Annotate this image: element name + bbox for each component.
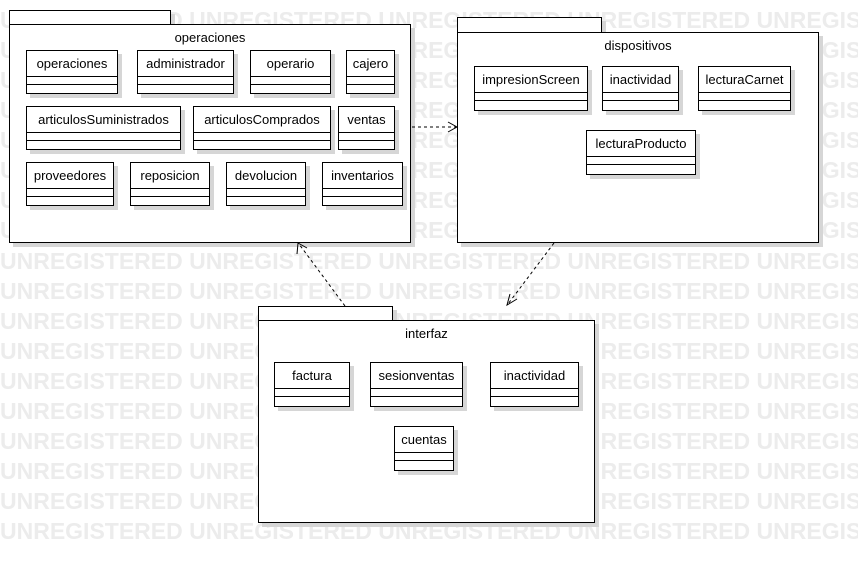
class-inactividad[interactable]: inactividad: [602, 66, 679, 111]
class-attributes-compartment: [699, 93, 790, 101]
class-name: cuentas: [395, 427, 453, 453]
class-attributes-compartment: [27, 133, 180, 141]
class-name: sesionventas: [371, 363, 462, 389]
class-administrador[interactable]: administrador: [137, 50, 234, 94]
class-name: operario: [251, 51, 330, 77]
class-attributes-compartment: [27, 189, 113, 197]
class-cajero[interactable]: cajero: [346, 50, 395, 94]
class-attributes-compartment: [131, 189, 209, 197]
class-name: factura: [275, 363, 349, 389]
dependency-operaciones-to-dispositivos[interactable]: [412, 121, 459, 133]
class-attributes-compartment: [251, 77, 330, 85]
class-factura[interactable]: factura: [274, 362, 350, 407]
class-impresion-screen[interactable]: impresionScreen: [474, 66, 588, 111]
class-operations-compartment: [275, 397, 349, 404]
class-operations-compartment: [194, 141, 330, 148]
class-name: inactividad: [491, 363, 578, 389]
dependency-dispositivos-to-interfaz[interactable]: [506, 242, 555, 307]
class-name: inactividad: [603, 67, 678, 93]
class-proveedores[interactable]: proveedores: [26, 162, 114, 206]
package-title: dispositivos: [604, 38, 672, 53]
class-operations-compartment: [138, 85, 233, 92]
package-title: operaciones: [174, 30, 246, 45]
class-attributes-compartment: [603, 93, 678, 101]
class-attributes-compartment: [27, 77, 117, 85]
class-name: lecturaProducto: [587, 131, 695, 157]
class-attributes-compartment: [323, 189, 402, 197]
class-name: proveedores: [27, 163, 113, 189]
dependency-interfaz-to-operaciones[interactable]: [296, 242, 346, 307]
class-name: articulosSuministrados: [27, 107, 180, 133]
class-articulos-comprados[interactable]: articulosComprados: [193, 106, 331, 150]
class-name: devolucion: [227, 163, 305, 189]
class-operations-compartment: [603, 101, 678, 108]
class-operations-compartment: [323, 197, 402, 204]
class-devolucion[interactable]: devolucion: [226, 162, 306, 206]
class-operations-compartment: [27, 141, 180, 148]
class-attributes-compartment: [587, 157, 695, 165]
class-name: administrador: [138, 51, 233, 77]
class-name: articulosComprados: [194, 107, 330, 133]
class-attributes-compartment: [475, 93, 587, 101]
class-name: lecturaCarnet: [699, 67, 790, 93]
class-inventarios[interactable]: inventarios: [322, 162, 403, 206]
class-name: reposicion: [131, 163, 209, 189]
class-attributes-compartment: [491, 389, 578, 397]
class-attributes-compartment: [395, 453, 453, 461]
class-attributes-compartment: [371, 389, 462, 397]
class-operations-compartment: [491, 397, 578, 404]
class-operations-compartment: [339, 141, 394, 148]
class-attributes-compartment: [138, 77, 233, 85]
class-name: ventas: [339, 107, 394, 133]
package-title: interfaz: [405, 326, 448, 341]
class-articulos-suministrados[interactable]: articulosSuministrados: [26, 106, 181, 150]
class-name: impresionScreen: [475, 67, 587, 93]
class-operario[interactable]: operario: [250, 50, 331, 94]
class-operations-compartment: [699, 101, 790, 108]
class-operations-compartment: [27, 85, 117, 92]
class-operations-compartment: [27, 197, 113, 204]
class-sesionventas[interactable]: sesionventas: [370, 362, 463, 407]
class-operations-compartment: [475, 101, 587, 108]
class-operations-compartment: [347, 85, 394, 92]
class-attributes-compartment: [194, 133, 330, 141]
class-inactividad[interactable]: inactividad: [490, 362, 579, 407]
class-name: inventarios: [323, 163, 402, 189]
class-operations-compartment: [251, 85, 330, 92]
class-reposicion[interactable]: reposicion: [130, 162, 210, 206]
class-operations-compartment: [395, 461, 453, 468]
class-attributes-compartment: [275, 389, 349, 397]
package-operaciones[interactable]: operaciones operaciones administrador op…: [9, 24, 411, 243]
package-interfaz[interactable]: interfaz factura sesionventas inactivida…: [258, 320, 595, 523]
class-operations-compartment: [371, 397, 462, 404]
class-ventas[interactable]: ventas: [338, 106, 395, 150]
class-lectura-producto[interactable]: lecturaProducto: [586, 130, 696, 175]
class-attributes-compartment: [347, 77, 394, 85]
class-operations-compartment: [227, 197, 305, 204]
class-attributes-compartment: [339, 133, 394, 141]
class-operaciones[interactable]: operaciones: [26, 50, 118, 94]
class-operations-compartment: [131, 197, 209, 204]
class-cuentas[interactable]: cuentas: [394, 426, 454, 471]
class-name: cajero: [347, 51, 394, 77]
class-lectura-carnet[interactable]: lecturaCarnet: [698, 66, 791, 111]
class-operations-compartment: [587, 165, 695, 172]
class-name: operaciones: [27, 51, 117, 77]
class-attributes-compartment: [227, 189, 305, 197]
package-dispositivos[interactable]: dispositivos impresionScreen inactividad…: [457, 32, 819, 243]
